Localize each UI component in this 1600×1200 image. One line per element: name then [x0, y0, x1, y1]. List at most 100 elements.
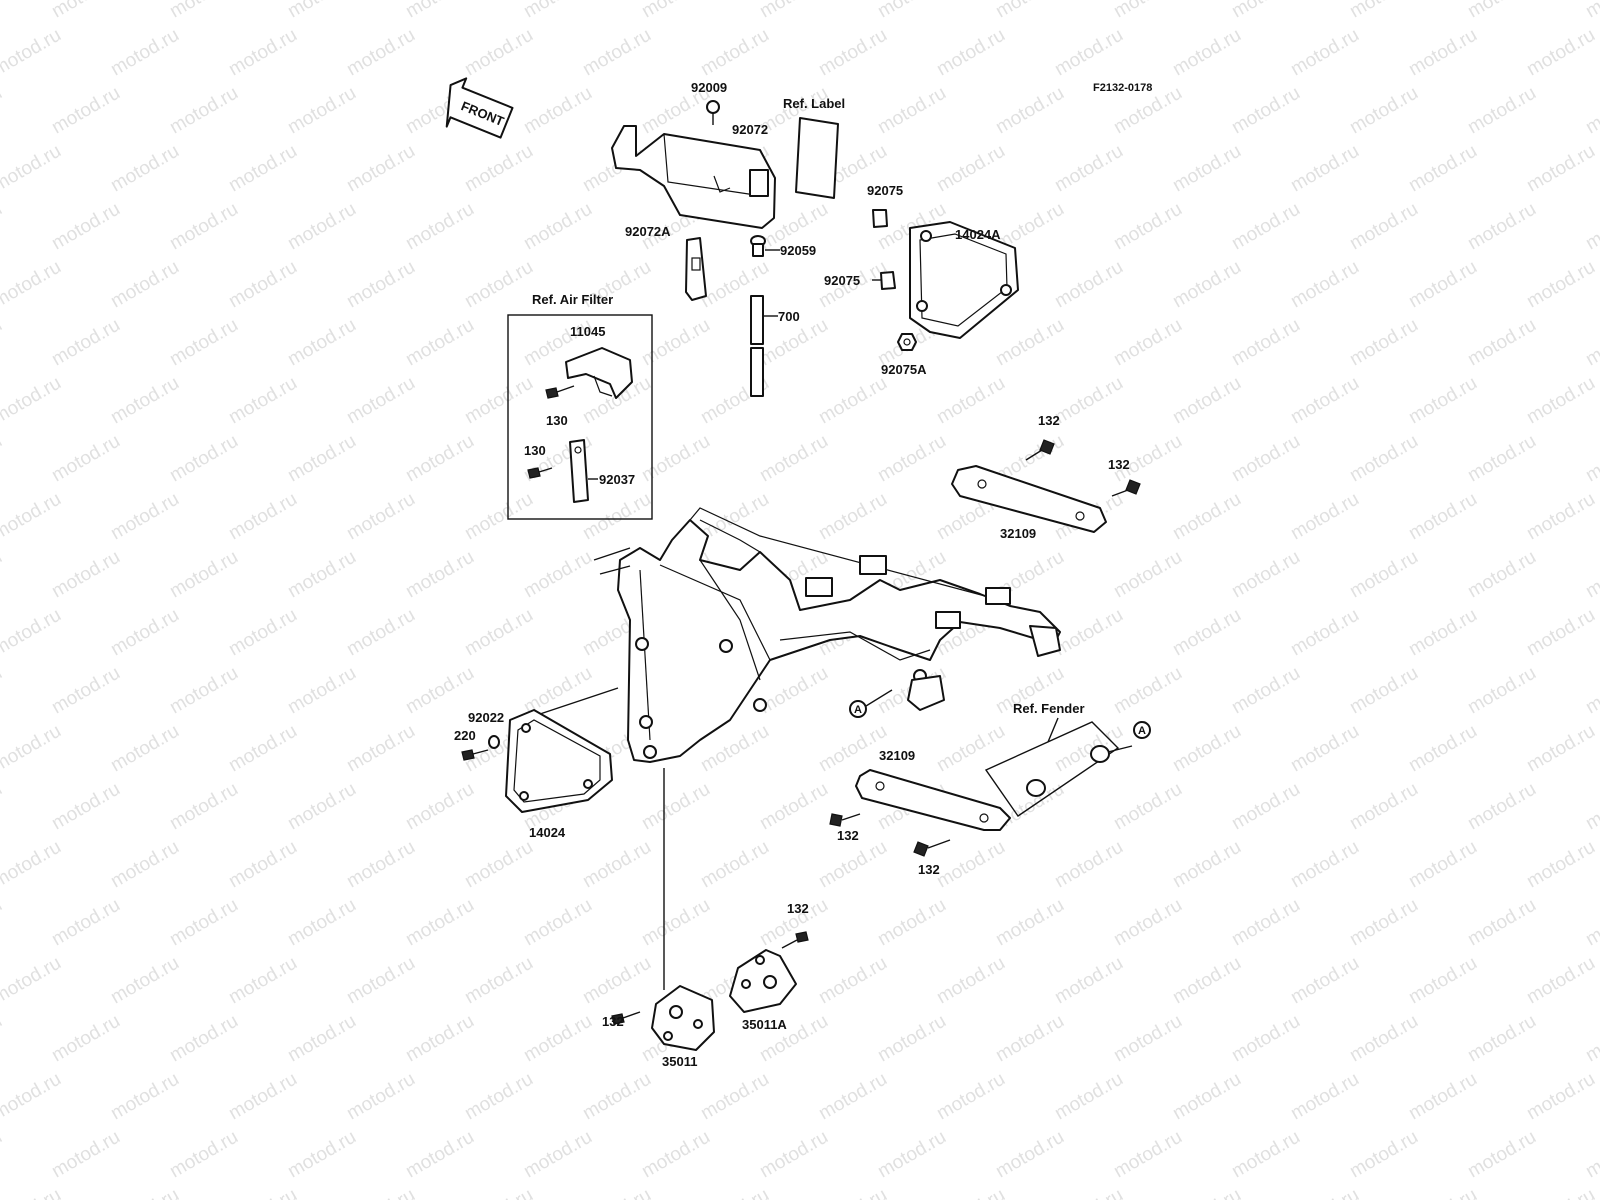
watermark-text: motod.ru — [992, 1127, 1067, 1183]
watermark-text: motod.ru — [1110, 0, 1185, 22]
watermark-text: motod.ru — [638, 779, 713, 835]
watermark-text: motod.ru — [1582, 895, 1600, 951]
watermark-text: motod.ru — [402, 779, 477, 835]
watermark-text: motod.ru — [638, 1127, 713, 1183]
grommet-92022 — [488, 735, 500, 749]
watermark-text: motod.ru — [1169, 257, 1244, 313]
watermark-text: motod.ru — [0, 1127, 6, 1183]
bolt-130-lower — [527, 467, 553, 479]
watermark-text: motod.ru — [638, 431, 713, 487]
watermark-text: motod.ru — [166, 0, 241, 22]
watermark-text: motod.ru — [1464, 1127, 1539, 1183]
watermark-text: motod.ru — [402, 1011, 477, 1067]
label-92059: 92059 — [780, 243, 816, 258]
label-700: 700 — [778, 309, 800, 324]
watermark-text: motod.ru — [1464, 547, 1539, 603]
watermark-text: motod.ru — [284, 199, 359, 255]
watermark-text: motod.ru — [1287, 141, 1362, 197]
watermark-text: motod.ru — [1287, 953, 1362, 1009]
mount-35011A — [729, 949, 797, 1013]
watermark-text: motod.ru — [1464, 431, 1539, 487]
watermark-text: motod.ru — [225, 837, 300, 893]
ref-label-text: Ref. Label — [783, 96, 845, 111]
watermark-text: motod.ru — [933, 25, 1008, 81]
watermark-text: motod.ru — [1051, 953, 1126, 1009]
watermark-text: motod.ru — [579, 1069, 654, 1125]
watermark-text: motod.ru — [1523, 1069, 1598, 1125]
label-92037: 92037 — [599, 472, 635, 487]
watermark-text: motod.ru — [107, 373, 182, 429]
watermark-text: motod.ru — [107, 25, 182, 81]
watermark-text: motod.ru — [1346, 0, 1421, 22]
watermark-text: motod.ru — [1051, 1069, 1126, 1125]
watermark-text: motod.ru — [520, 199, 595, 255]
watermark-text: motod.ru — [1523, 605, 1598, 661]
tube-700 — [750, 295, 778, 397]
label-130-upper: 130 — [546, 413, 568, 428]
watermark-text: motod.ru — [461, 1185, 536, 1200]
watermark-text: motod.ru — [48, 315, 123, 371]
label-35011: 35011 — [662, 1054, 697, 1069]
watermark-text: motod.ru — [756, 431, 831, 487]
watermark-text: motod.ru — [48, 83, 123, 139]
watermark-text: motod.ru — [1110, 547, 1185, 603]
watermark-text: motod.ru — [0, 779, 6, 835]
watermark-text: motod.ru — [1405, 489, 1480, 545]
watermark-text: motod.ru — [343, 605, 418, 661]
watermark-text: motod.ru — [933, 1069, 1008, 1125]
watermark-text: motod.ru — [1405, 1069, 1480, 1125]
watermark-text: motod.ru — [402, 315, 477, 371]
watermark-text: motod.ru — [1169, 25, 1244, 81]
watermark-text: motod.ru — [1582, 1127, 1600, 1183]
watermark-text: motod.ru — [1169, 1185, 1244, 1200]
watermark-text: motod.ru — [343, 25, 418, 81]
watermark-text: motod.ru — [0, 489, 65, 545]
watermark-text: motod.ru — [638, 0, 713, 22]
watermark-text: motod.ru — [933, 721, 1008, 777]
watermark-text: motod.ru — [0, 547, 6, 603]
watermark-text: motod.ru — [402, 547, 477, 603]
watermark-text: motod.ru — [225, 953, 300, 1009]
watermark-text: motod.ru — [0, 895, 6, 951]
watermark-text: motod.ru — [1582, 431, 1600, 487]
watermark-text: motod.ru — [48, 199, 123, 255]
watermark-text: motod.ru — [1169, 373, 1244, 429]
watermark-text: motod.ru — [1523, 1185, 1598, 1200]
watermark-text: motod.ru — [1523, 837, 1598, 893]
clip-92072A — [685, 237, 707, 301]
watermark-text: motod.ru — [461, 25, 536, 81]
watermark-text: motod.ru — [1228, 1011, 1303, 1067]
bolt-130-upper — [545, 385, 575, 399]
watermark-text: motod.ru — [1523, 489, 1598, 545]
watermark-text: motod.ru — [1523, 373, 1598, 429]
watermark-text: motod.ru — [1287, 257, 1362, 313]
watermark-text: motod.ru — [0, 1185, 65, 1200]
main-frame — [593, 507, 1061, 763]
watermark-text: motod.ru — [992, 0, 1067, 22]
watermark-text: motod.ru — [1228, 895, 1303, 951]
ref-fender-text: Ref. Fender — [1013, 701, 1085, 716]
watermark-text: motod.ru — [0, 431, 6, 487]
label-92022: 92022 — [468, 710, 504, 725]
watermark-text: motod.ru — [48, 895, 123, 951]
watermark-text: motod.ru — [638, 315, 713, 371]
grommet-92059 — [750, 235, 780, 257]
watermark-text: motod.ru — [1228, 547, 1303, 603]
watermark-text: motod.ru — [1110, 1127, 1185, 1183]
watermark-text: motod.ru — [1582, 779, 1600, 835]
watermark-text: motod.ru — [1464, 83, 1539, 139]
watermark-text: motod.ru — [284, 1127, 359, 1183]
watermark-text: motod.ru — [1346, 779, 1421, 835]
watermark-text: motod.ru — [461, 141, 536, 197]
label-14024: 14024 — [529, 825, 566, 840]
watermark-text: motod.ru — [1287, 721, 1362, 777]
watermark-text: motod.ru — [284, 663, 359, 719]
watermark-text: motod.ru — [1228, 199, 1303, 255]
watermark-text: motod.ru — [1464, 895, 1539, 951]
watermark-text: motod.ru — [166, 1011, 241, 1067]
watermark-text: motod.ru — [1228, 779, 1303, 835]
watermark-text: motod.ru — [638, 895, 713, 951]
label-132-mid-left: 132 — [837, 828, 859, 843]
watermark-text: motod.ru — [1464, 1011, 1539, 1067]
